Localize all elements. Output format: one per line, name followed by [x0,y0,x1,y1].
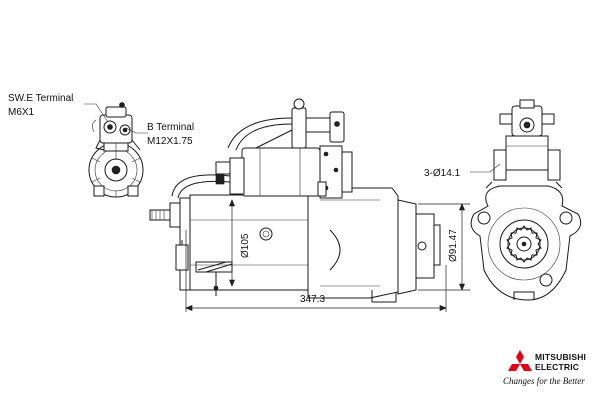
sw-terminal-size: M6X1 [8,107,35,118]
brand-tagline: Changes for the Better [503,376,585,386]
starter-side-view [149,98,441,303]
brand-name-line1: MITSUBISHI [535,352,586,362]
flange-front-view [470,99,582,301]
brand-name-line2: ELECTRIC [535,362,579,372]
diameter-91-label: Ø91.47 [448,229,459,262]
holes-leader [470,163,501,173]
length-label: 347.3 [300,294,325,305]
holes-label: 3-Ø14.1 [424,168,461,179]
terminal-leaders [84,103,148,134]
b-terminal-size: M12X1.75 [147,136,193,147]
dim-diameter-105 [229,199,235,287]
logo-diamond-top [516,350,524,364]
terminal-detail-view [88,102,144,198]
b-terminal-label: B Terminal [147,122,194,133]
dim-diameter-91 [418,203,470,291]
dim-length [185,230,447,312]
logo-diamond-left [508,364,520,371]
sw-terminal-label: SW.E Terminal [8,93,73,104]
mitsubishi-logo [508,350,532,371]
logo-diamond-right [520,364,532,371]
diameter-105-label: Ø105 [240,233,251,258]
